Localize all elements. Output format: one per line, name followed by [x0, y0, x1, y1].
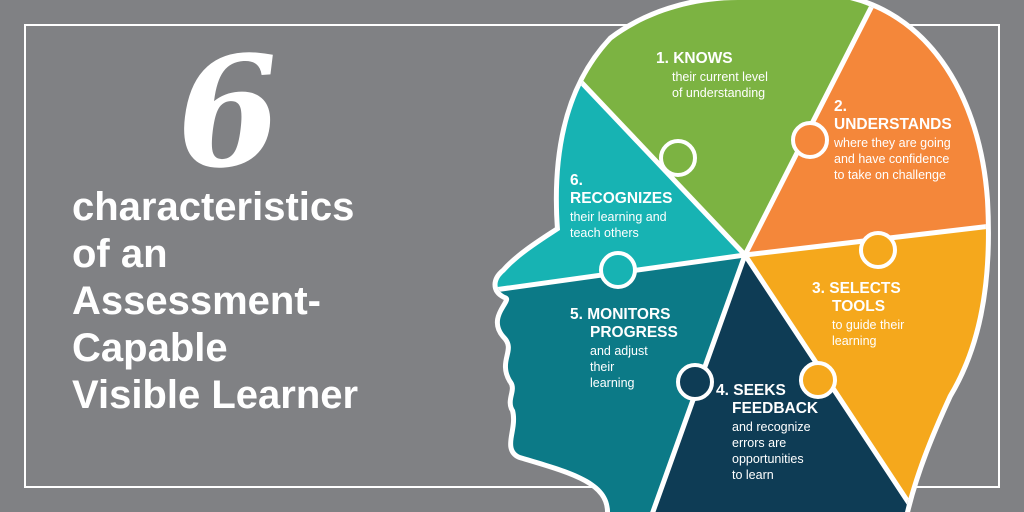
label-description: to guide their learning: [832, 317, 904, 349]
desc-line: and recognize: [732, 420, 811, 434]
label-title: UNDERSTANDS: [834, 116, 952, 133]
label-selects: 3. SELECTS TOOLS to guide their learning: [812, 280, 904, 349]
heading-line: of an: [72, 232, 168, 276]
desc-line: their current level: [672, 70, 768, 84]
desc-line: errors are: [732, 436, 787, 450]
desc-line: and adjust: [590, 344, 648, 358]
label-title: FEEDBACK: [732, 400, 819, 417]
desc-line: learning: [590, 376, 635, 390]
label-knows: 1. KNOWS their current level of understa…: [656, 50, 768, 101]
puzzle-tab: [599, 251, 637, 289]
label-understands: 2. UNDERSTANDS where they are going and …: [834, 98, 952, 183]
label-description: their learning and teach others: [570, 209, 672, 241]
puzzle-tab: [799, 361, 837, 399]
white-frame: [24, 24, 1000, 488]
label-recognizes: 6. RECOGNIZES their learning and teach o…: [570, 172, 672, 241]
desc-line: learning: [832, 334, 877, 348]
desc-line: opportunities: [732, 452, 804, 466]
label-title: PROGRESS: [590, 324, 678, 341]
desc-line: their: [590, 360, 615, 374]
label-title: 1. KNOWS: [656, 50, 733, 67]
puzzle-tab: [859, 231, 897, 269]
label-monitors: 5. MONITORS PROGRESS and adjust their le…: [570, 306, 678, 391]
label-title: 5. MONITORS: [570, 306, 671, 323]
heading-line: Capable: [72, 326, 228, 370]
desc-line: and have confidence: [834, 152, 950, 166]
puzzle-piece-knows: [565, 0, 880, 255]
puzzle-tab: [659, 139, 697, 177]
label-description: and recognize errors are opportunities t…: [732, 419, 818, 483]
desc-line: where they are going: [834, 136, 951, 150]
label-description: their current level of understanding: [672, 69, 768, 101]
heading-line: Assessment-: [72, 279, 322, 323]
desc-line: to guide their: [832, 318, 905, 332]
label-description: where they are going and have confidence…: [834, 135, 952, 183]
label-title: 6.: [570, 172, 583, 189]
puzzle-piece-monitors: [497, 255, 745, 512]
label-title: RECOGNIZES: [570, 190, 673, 207]
label-title: TOOLS: [832, 298, 886, 315]
puzzle-tab: [791, 121, 829, 159]
puzzle-tab: [676, 363, 714, 401]
label-title: 3. SELECTS: [812, 280, 901, 297]
heading-text: characteristics of an Assessment- Capabl…: [72, 184, 502, 419]
heading-line: characteristics: [72, 185, 355, 229]
desc-line: of understanding: [672, 86, 766, 100]
desc-line: teach others: [570, 226, 639, 240]
label-title: 2.: [834, 98, 847, 115]
label-title: 4. SEEKS: [716, 382, 786, 399]
desc-line: their learning and: [570, 210, 667, 224]
desc-line: to learn: [732, 468, 774, 482]
heading-line: Visible Learner: [72, 373, 359, 417]
puzzle-piece-seeks: [650, 255, 920, 512]
desc-line: to take on challenge: [834, 168, 946, 182]
label-seeks: 4. SEEKS FEEDBACK and recognize errors a…: [716, 382, 818, 483]
label-description: and adjust their learning: [590, 343, 678, 391]
